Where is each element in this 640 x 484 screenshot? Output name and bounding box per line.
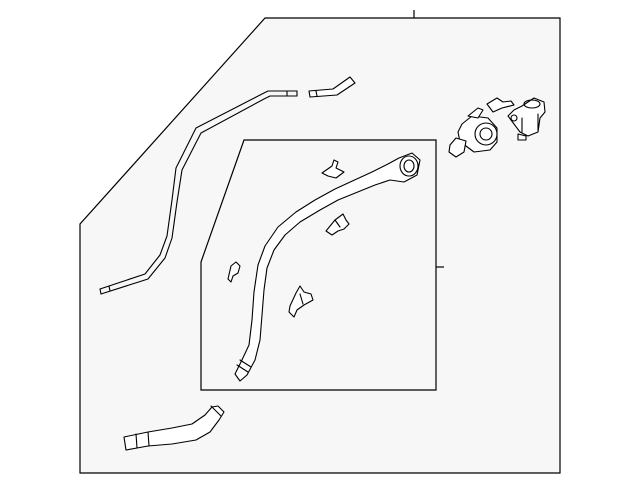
lower-hose [123,405,225,451]
bracket-upper [321,159,345,179]
bracket-lower [288,285,314,318]
bracket-middle [325,213,350,236]
filler-neck-housing [448,107,498,158]
vent-valve-assembly [486,97,546,141]
bracket-left [227,261,241,283]
vent-tube [99,90,298,295]
short-vent-tube [308,76,356,98]
filler-pipe [234,152,421,382]
